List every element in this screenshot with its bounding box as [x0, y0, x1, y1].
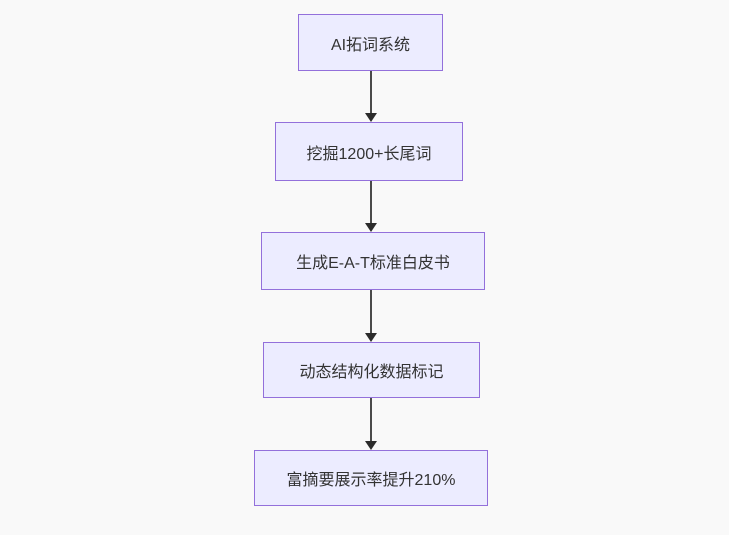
arrow-shaft	[370, 290, 372, 333]
arrowhead-icon	[365, 333, 377, 342]
flow-node-label: 动态结构化数据标记	[299, 364, 444, 381]
flow-node-rich-snippet-result: 富摘要展示率提升210%	[254, 450, 488, 506]
arrowhead-icon	[365, 441, 377, 450]
flow-arrow-3	[365, 290, 377, 342]
flow-node-longtail-mining: 挖掘1200+长尾词	[275, 122, 463, 181]
flow-node-ai-word-expansion: AI拓词系统	[298, 14, 443, 71]
flow-node-label: 富摘要展示率提升210%	[286, 472, 456, 489]
arrowhead-icon	[365, 223, 377, 232]
flow-node-label: AI拓词系统	[330, 36, 411, 54]
arrowhead-icon	[365, 113, 377, 122]
flow-arrow-1	[365, 71, 377, 122]
flow-arrow-4	[365, 398, 377, 450]
flow-node-eat-whitepaper: 生成E-A-T标准白皮书	[261, 232, 485, 290]
flow-node-structured-data-markup: 动态结构化数据标记	[263, 342, 480, 398]
flow-arrow-2	[365, 181, 377, 232]
arrow-shaft	[370, 71, 372, 113]
arrow-shaft	[370, 181, 372, 223]
arrow-shaft	[370, 398, 372, 441]
flow-node-label: 生成E-A-T标准白皮书	[296, 255, 450, 272]
flow-node-label: 挖掘1200+长尾词	[306, 145, 432, 163]
